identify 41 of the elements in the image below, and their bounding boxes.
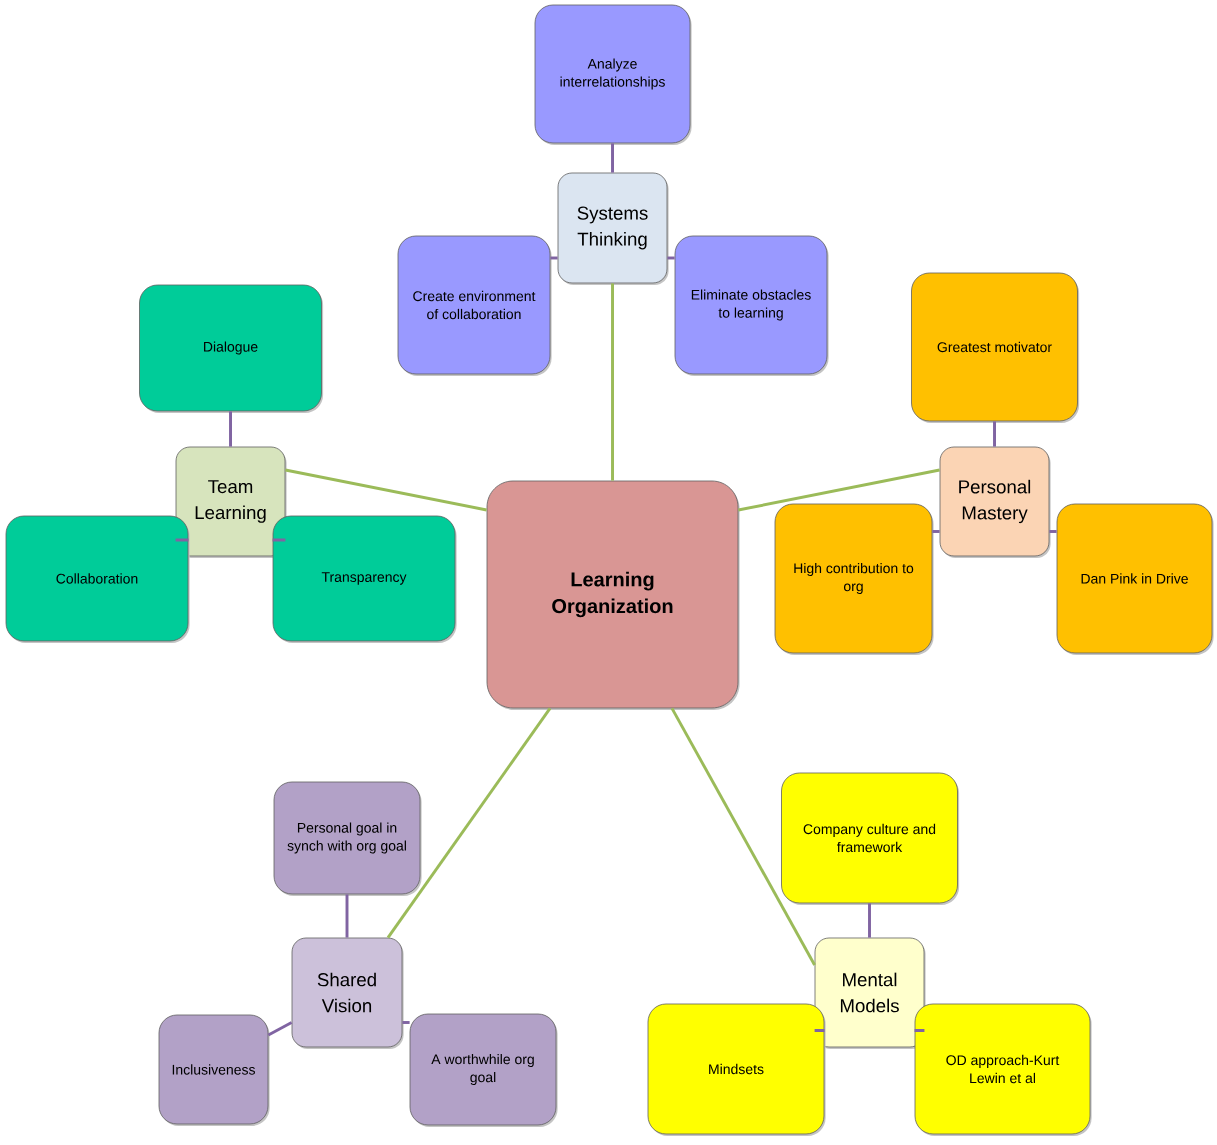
topic-box: Systems Thinking: [557, 172, 669, 285]
subtopic-box: Greatest motivator: [911, 272, 1080, 423]
subtopic-box: Dialogue: [139, 284, 324, 413]
subtopic-box: Dan Pink in Drive: [1056, 503, 1214, 655]
subtopic-box: Create environment of collaboration: [397, 235, 552, 376]
connector-line: [402, 1021, 410, 1024]
subtopic-box: Mindsets: [647, 1003, 826, 1136]
connector-line: [914, 1029, 925, 1032]
topic-box: Personal Mastery: [939, 446, 1051, 558]
connector-line: [932, 530, 940, 533]
subtopic-box: A worthwhile org goal: [409, 1013, 558, 1127]
subtopic-box: Collaboration: [5, 515, 190, 643]
connector-line: [611, 143, 614, 173]
subtopic-box: OD approach-Kurt Lewin et al: [914, 1003, 1092, 1136]
connector-line: [611, 283, 614, 481]
connector-line: [229, 411, 232, 447]
connector-line: [868, 903, 871, 938]
connector-line: [814, 1029, 825, 1032]
connector-line: [175, 538, 189, 542]
subtopic-box: Analyze interrelationships: [534, 4, 692, 145]
connector-line: [670, 707, 816, 966]
subtopic-box: Company culture and framework: [781, 772, 960, 905]
connector-line: [345, 894, 349, 938]
subtopic-box: Inclusiveness: [158, 1014, 270, 1126]
connector-line: [272, 538, 286, 542]
connector-line: [738, 468, 940, 512]
subtopic-box: High contribution to org: [774, 503, 934, 655]
topic-box: Team Learning: [175, 446, 287, 558]
connector-line: [667, 256, 675, 260]
connector-line: [267, 1021, 293, 1037]
subtopic-box: Personal goal in synch with org goal: [273, 781, 422, 896]
connector-line: [1049, 530, 1057, 533]
topic-box: Shared Vision: [291, 937, 404, 1049]
topic-box: Mental Models: [814, 937, 926, 1049]
connector-line: [993, 421, 996, 447]
connector-line: [285, 468, 487, 512]
subtopic-box: Transparency: [272, 515, 457, 643]
connector-line: [386, 707, 552, 939]
central-topic-box: Learning Organization: [486, 480, 740, 710]
subtopic-box: Eliminate obstacles to learning: [674, 235, 829, 376]
connector-line: [550, 256, 558, 260]
